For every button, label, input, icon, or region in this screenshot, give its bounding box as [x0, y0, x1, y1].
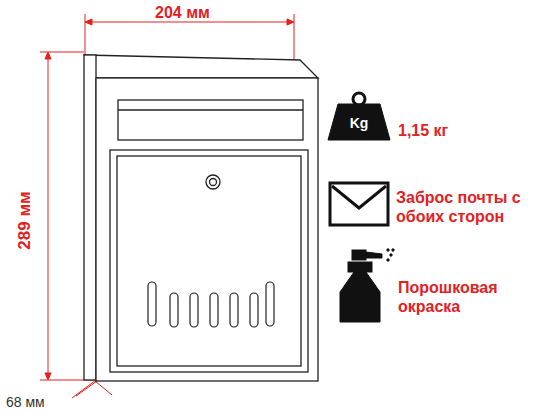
vent-slot	[210, 293, 218, 327]
vent-slot	[230, 293, 238, 327]
dimension-depth: 68 мм	[6, 393, 45, 412]
feature-text: Заброс почты с обоих сторон	[396, 188, 534, 226]
weight-unit: Kg	[350, 114, 369, 133]
vent-slot	[266, 282, 274, 326]
weight-value: 1,15 кг	[398, 121, 448, 140]
vent-slot	[190, 293, 198, 327]
dimension-width: 204 мм	[155, 3, 210, 22]
feature-text: Порошковая окраска	[398, 278, 528, 316]
dimension-height: 289 мм	[15, 191, 34, 249]
vent-slot	[170, 293, 178, 327]
vent-slot	[250, 293, 258, 327]
vent-slot	[148, 282, 156, 326]
